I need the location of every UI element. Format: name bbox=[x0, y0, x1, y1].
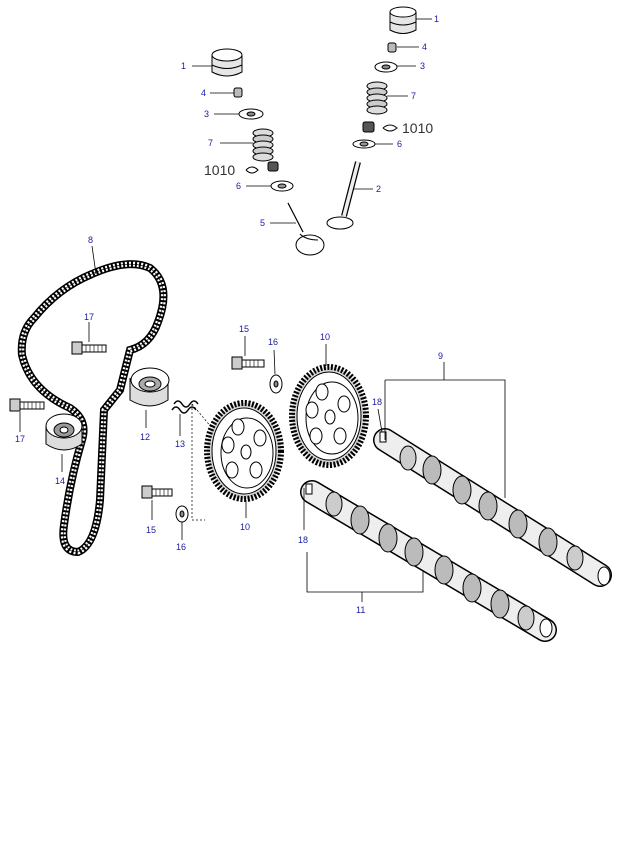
sprocket-bolt-upper bbox=[231, 356, 265, 370]
left-valve-assembly: 1 4 3 7 1010 6 5 bbox=[181, 48, 325, 256]
valve-lock-right bbox=[387, 42, 397, 53]
bracket-11: 11 bbox=[306, 552, 424, 615]
callout-18-upper: 18 bbox=[372, 397, 382, 407]
intake-valve bbox=[287, 202, 325, 256]
spring-seat-left bbox=[270, 180, 294, 192]
camshaft-upper bbox=[373, 428, 612, 587]
callout-17-lower: 17 bbox=[15, 434, 25, 444]
idler-pulley bbox=[129, 367, 170, 407]
tensioner-bolt-upper bbox=[71, 341, 107, 355]
stem-seal-right bbox=[362, 121, 398, 133]
right-valve-assembly: 1 4 3 7 1010 6 2 bbox=[326, 6, 439, 230]
valve-lock-left bbox=[233, 87, 243, 98]
spring-seat-right bbox=[352, 139, 376, 149]
tensioner-pulley bbox=[45, 413, 83, 451]
callout-1-right: 1 bbox=[434, 14, 439, 24]
callout-1-left: 1 bbox=[181, 61, 186, 71]
bracket-9: 9 bbox=[384, 351, 506, 498]
sprocket-washer-lower bbox=[175, 505, 189, 523]
callout-13: 13 bbox=[175, 439, 185, 449]
spring-retainer-right bbox=[374, 61, 398, 73]
valve-spring-right bbox=[366, 81, 388, 115]
callout-15-upper: 15 bbox=[239, 324, 249, 334]
callout-9: 9 bbox=[438, 351, 443, 361]
callout-15-lower: 15 bbox=[146, 525, 156, 535]
callout-6-right: 6 bbox=[397, 139, 402, 149]
callout-10-upper: 10 bbox=[320, 332, 330, 342]
tensioner-bolt-lower bbox=[9, 398, 45, 412]
camshaft-sprocket-upper bbox=[289, 364, 369, 468]
callout-6-left: 6 bbox=[236, 181, 241, 191]
callout-3-left: 3 bbox=[204, 109, 209, 119]
timing-belt: 8 bbox=[17, 235, 168, 557]
callout-4-right: 4 bbox=[422, 42, 427, 52]
callout-1010-left: 1010 bbox=[204, 162, 235, 178]
callout-18-lower: 18 bbox=[298, 535, 308, 545]
valve-lifter-right bbox=[389, 6, 417, 34]
callout-17-upper: 17 bbox=[84, 312, 94, 322]
callout-16-upper: 16 bbox=[268, 337, 278, 347]
callout-14: 14 bbox=[55, 476, 65, 486]
callout-10-lower: 10 bbox=[240, 522, 250, 532]
callout-3-right: 3 bbox=[420, 61, 425, 71]
callout-1010-right: 1010 bbox=[402, 120, 433, 136]
callout-7-right: 7 bbox=[411, 91, 416, 101]
sprocket-bolt-lower bbox=[141, 485, 173, 499]
callout-8: 8 bbox=[88, 235, 93, 245]
spring-retainer-left bbox=[238, 108, 264, 120]
callout-7-left: 7 bbox=[208, 138, 213, 148]
callout-4-left: 4 bbox=[201, 88, 206, 98]
callout-2: 2 bbox=[376, 184, 381, 194]
stem-seal-left bbox=[245, 161, 279, 174]
callout-12: 12 bbox=[140, 432, 150, 442]
callout-16-lower: 16 bbox=[176, 542, 186, 552]
callout-5: 5 bbox=[260, 218, 265, 228]
sprocket-washer-upper bbox=[269, 374, 283, 394]
camshaft-sprocket-lower bbox=[204, 400, 284, 502]
callout-11: 11 bbox=[356, 605, 365, 615]
valve-lifter-left bbox=[211, 48, 243, 77]
tensioner-spring bbox=[171, 400, 199, 414]
exhaust-valve bbox=[326, 161, 361, 230]
camshaft-lower bbox=[300, 480, 557, 642]
valve-spring-left bbox=[252, 128, 274, 162]
